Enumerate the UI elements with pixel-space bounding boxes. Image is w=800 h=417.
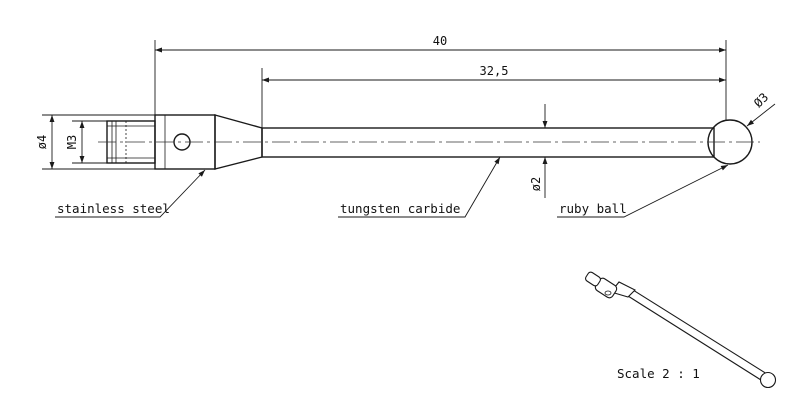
dim-stylus-length: 32,5 [480, 64, 509, 78]
preview-taper [610, 281, 636, 298]
dim-thread: M3 [65, 135, 79, 149]
label-ruby-ball: ruby ball [559, 201, 627, 216]
stylus-part [106, 114, 753, 170]
preview-ruby-ball [759, 371, 777, 389]
dim-shank-diameter: ø4 [35, 135, 49, 149]
scale-note: Scale 2 : 1 [617, 366, 700, 381]
isometric-preview [585, 271, 777, 389]
leader-tungsten-carbide [338, 156, 501, 218]
carbide-stem [261, 127, 715, 158]
callout-leaders [55, 156, 729, 218]
leader-ruby-ball [557, 164, 729, 218]
label-stainless-steel: stainless steel [57, 201, 170, 216]
label-tungsten-carbide: tungsten carbide [340, 201, 460, 216]
leader-stainless-steel [55, 169, 206, 218]
preview-thread [585, 271, 601, 287]
dim-ball-diameter: Ø3 [751, 90, 771, 110]
dim-stem-diameter: ø2 [529, 177, 543, 191]
dim-overall-length: 40 [433, 34, 447, 48]
dim-line-ball-diameter [746, 103, 776, 127]
dimension-lines [42, 40, 776, 198]
